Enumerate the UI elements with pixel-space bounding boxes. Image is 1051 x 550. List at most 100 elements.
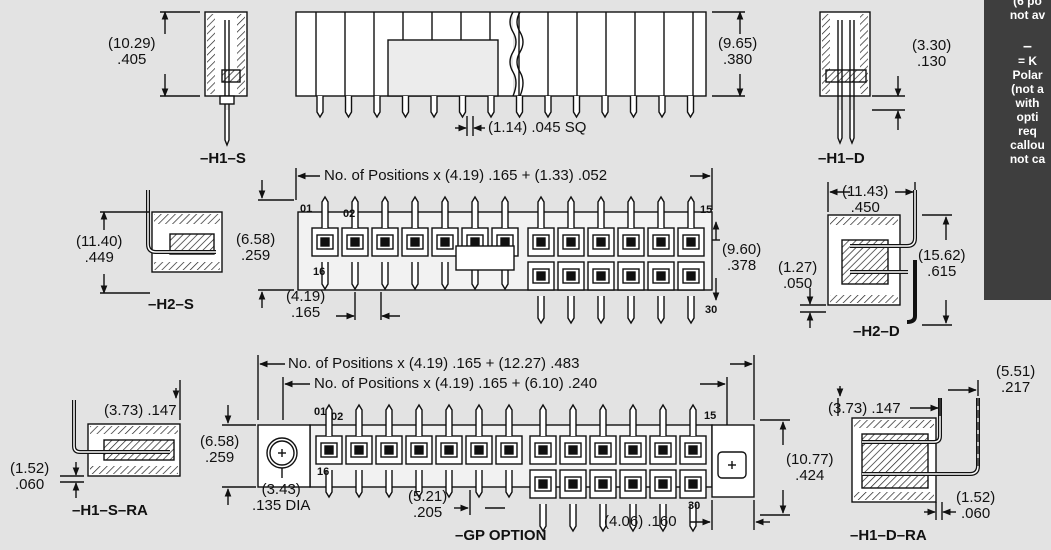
pin-lead <box>475 470 483 499</box>
pin-lead <box>627 195 635 228</box>
pin-lead <box>441 262 449 291</box>
pin-tip <box>430 96 438 119</box>
pin-lead <box>505 470 513 499</box>
contact-pin <box>628 479 638 489</box>
contact-pin <box>414 445 424 455</box>
pin-lead <box>385 403 393 436</box>
contact-pin <box>566 237 576 247</box>
pin-lead <box>627 296 635 325</box>
dim-row2-total-height: (9.60).378 <box>722 241 762 274</box>
pin-lead <box>505 403 513 436</box>
pin-tip <box>458 96 467 119</box>
contact-pin <box>536 271 546 281</box>
pin-lead <box>537 296 545 325</box>
h2d-view <box>800 182 952 328</box>
pin-lead <box>471 195 479 228</box>
label-h2s: –H2–S <box>148 296 194 313</box>
contact-pin <box>470 237 480 247</box>
contact-pin <box>596 237 606 247</box>
contact-pin <box>626 237 636 247</box>
label-h1s: –H1–S <box>200 150 246 167</box>
pin-lead <box>567 195 575 228</box>
note-line: req <box>1018 124 1037 138</box>
note-panel: (6 po not av – = K Polar (not a with opt… <box>984 0 1051 300</box>
dim-gp-height: (10.77).424 <box>786 451 834 484</box>
pin-tip <box>686 96 695 119</box>
note-line: = K <box>1017 54 1037 68</box>
gp-pin-02: 02 <box>331 411 344 423</box>
pin-lead <box>659 403 667 436</box>
pin-tip <box>401 96 410 119</box>
pin-lead <box>657 195 665 228</box>
pin-lead <box>355 470 363 499</box>
dim-gp-hole: (3.43).135 DIA <box>252 481 311 514</box>
pin-lead <box>501 195 509 228</box>
label-h1sra: –H1–S–RA <box>72 502 148 519</box>
dim-top-height: (9.65).380 <box>718 35 758 68</box>
pin-30: 30 <box>705 304 718 316</box>
contact-pin <box>658 479 668 489</box>
contact-pin <box>656 271 666 281</box>
polarization-key <box>387 39 499 97</box>
pin-tip <box>373 96 381 119</box>
label-gp-option: –GP OPTION <box>455 527 547 544</box>
pin-lead <box>441 195 449 228</box>
dim-h1d-pin: (3.30).130 <box>912 37 952 70</box>
contact-pin <box>500 237 510 247</box>
pin-tip <box>572 96 581 119</box>
dim-row2-length: No. of Positions x (4.19) .165 + (1.33) … <box>324 167 608 184</box>
h1sra-view <box>60 380 181 498</box>
contact-pin <box>354 445 364 455</box>
dim-gp-offset: (5.21).205 <box>408 488 448 521</box>
pin-tip <box>601 96 609 119</box>
contact-pin <box>628 445 638 455</box>
label-h1d: –H1–D <box>818 150 865 167</box>
gp-pin-15: 15 <box>704 410 717 422</box>
contact-pin <box>536 237 546 247</box>
gp-connector <box>222 355 790 533</box>
contact-pin <box>538 445 548 455</box>
contact-pin <box>444 445 454 455</box>
note-line: – <box>1023 38 1032 55</box>
top-front-view <box>295 11 745 136</box>
dim-gp-overall: No. of Positions x (4.19) .165 + (12.27)… <box>288 355 580 372</box>
pin-tip <box>515 96 524 119</box>
contact-pin <box>320 237 330 247</box>
pin-lead <box>537 195 545 228</box>
pin-tip <box>658 96 666 119</box>
pin-lead <box>689 403 697 436</box>
row2-gap <box>455 245 515 271</box>
dim-h2s-height: (11.40).449 <box>76 233 123 266</box>
pin-01: 01 <box>300 203 313 215</box>
dim-h2d-height: (15.62).615 <box>918 247 966 280</box>
pin-lead <box>597 195 605 228</box>
pin-lead <box>321 262 329 291</box>
pin-lead <box>351 195 359 228</box>
pin-lead <box>539 403 547 436</box>
pin-lead <box>351 262 359 291</box>
pin-15: 15 <box>700 204 713 216</box>
contact-pin <box>566 271 576 281</box>
note-line: not av <box>1009 8 1046 22</box>
pin-lead <box>569 504 577 533</box>
pin-lead <box>657 296 665 325</box>
contact-pin <box>410 237 420 247</box>
contact-pin <box>350 237 360 247</box>
pin-lead <box>629 403 637 436</box>
contact-pin <box>596 271 606 281</box>
pin-lead <box>445 470 453 499</box>
pin-lead <box>325 470 333 499</box>
dim-h2d-width: (11.43).450 <box>842 183 889 216</box>
row2-connector <box>258 168 720 325</box>
pin-lead <box>629 504 637 533</box>
dim-h1s-height: (10.29).405 <box>108 35 156 68</box>
dim-h1dra-lead: (5.51).217 <box>996 363 1036 396</box>
dim-h1sra-offset: (1.52).060 <box>10 460 50 493</box>
h2s-view <box>100 190 223 294</box>
pin-tip <box>487 96 495 119</box>
contact-pin <box>626 271 636 281</box>
contact-pin <box>688 479 698 489</box>
dim-gp-body-height: (6.58).259 <box>200 433 240 466</box>
contact-pin <box>656 237 666 247</box>
